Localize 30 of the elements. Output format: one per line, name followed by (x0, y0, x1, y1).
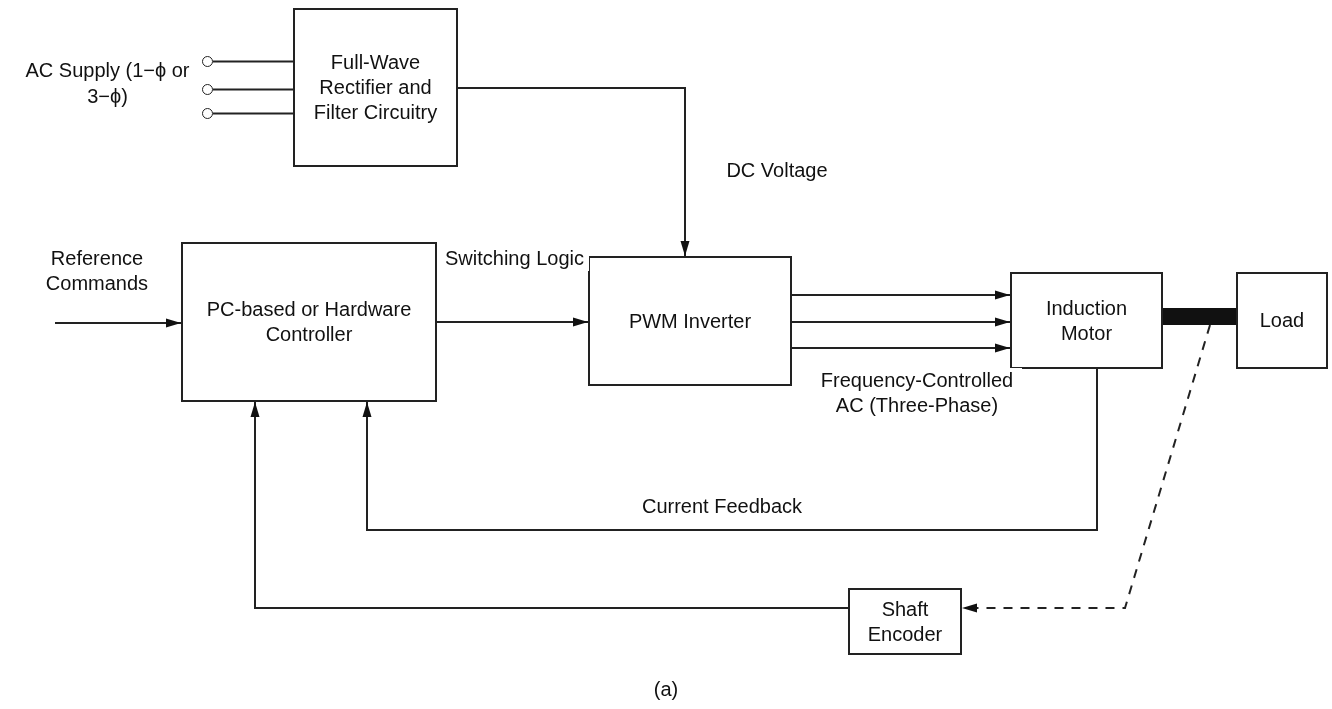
terminal-circle (202, 108, 213, 119)
arrow (457, 87, 690, 257)
process-box (588, 256, 792, 386)
process-box (848, 588, 962, 655)
arrow (362, 368, 1098, 531)
process-box (293, 8, 458, 167)
process-box (181, 242, 437, 402)
connector-line (212, 88, 294, 91)
connector-line (212, 60, 294, 63)
box-label: Full-Wave Rectifier and Filter Circuitry (312, 50, 439, 125)
arrow (791, 290, 1011, 300)
shaft-bar (1163, 308, 1236, 325)
box-label: Induction Motor (1044, 295, 1129, 346)
process-box (1236, 272, 1328, 369)
arrow (250, 401, 849, 609)
terminal-circle (202, 84, 213, 95)
supply-label: AC Supply (1−ϕ or 3−ϕ) (24, 58, 191, 109)
box-label: PC-based or Hardware Controller (205, 297, 413, 347)
arrow (791, 343, 1011, 353)
dashed-arrow (961, 324, 1211, 613)
arrow (791, 317, 1011, 327)
box-label: Shaft Encoder (866, 596, 944, 647)
box-label: PWM Inverter (627, 308, 753, 334)
arrow (436, 317, 589, 327)
figure-caption: (a) (652, 677, 680, 702)
process-box (1010, 272, 1163, 369)
box-label: Load (1258, 308, 1306, 333)
arrow (54, 318, 182, 328)
terminal-circle (202, 56, 213, 67)
connector-line (212, 112, 294, 115)
